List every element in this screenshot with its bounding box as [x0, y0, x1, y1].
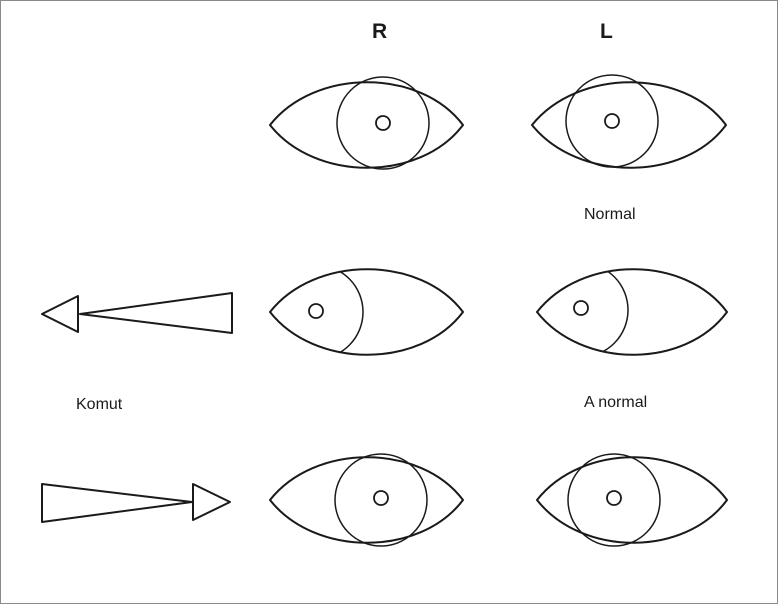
eye-right-row2 — [269, 265, 463, 359]
eye-left-row1 — [532, 75, 726, 168]
arrow-left — [42, 293, 232, 333]
eyelid-outline — [537, 457, 727, 543]
iris — [534, 263, 628, 357]
eye-left-row2 — [534, 263, 727, 357]
eye-right-row3 — [270, 454, 463, 546]
iris — [566, 75, 658, 167]
pupil — [574, 301, 588, 315]
eyelid-outline — [532, 82, 726, 168]
pupil — [309, 304, 323, 318]
eyelid-outline — [270, 269, 463, 355]
arrow-right — [42, 484, 230, 522]
iris — [335, 454, 427, 546]
iris — [568, 454, 660, 546]
eyelid-outline — [270, 82, 463, 168]
pupil — [376, 116, 390, 130]
pupil — [605, 114, 619, 128]
eyelid-outline — [537, 269, 727, 355]
iris — [337, 77, 429, 169]
pupil — [374, 491, 388, 505]
eyelid-outline — [270, 457, 463, 543]
eye-right-row1 — [270, 77, 463, 169]
pupil — [607, 491, 621, 505]
eye-left-row3 — [537, 454, 727, 546]
